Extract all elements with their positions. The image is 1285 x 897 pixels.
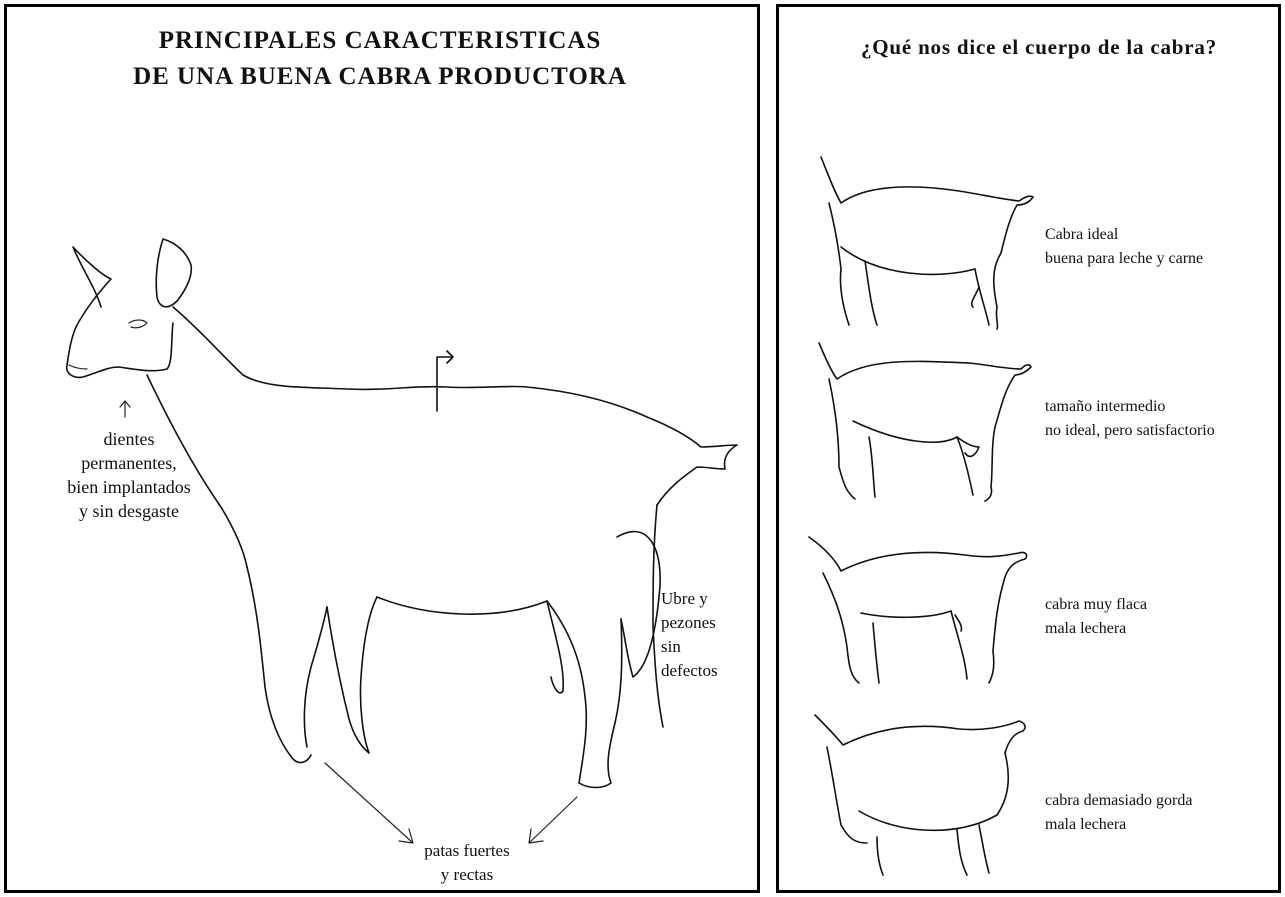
goat-front-leg-2	[327, 597, 377, 753]
goat-caption-ideal-line2: buena para leche y carne	[1045, 247, 1203, 271]
udder-label-line2: pezones	[661, 611, 718, 635]
goat-caption-intermediate-line2: no ideal, pero satisfactorio	[1045, 419, 1215, 443]
goat-hind-leg	[547, 505, 663, 788]
teeth-label-line3: bien implantados	[19, 475, 239, 499]
udder-label-line1: Ubre y	[661, 587, 718, 611]
goat-back	[173, 307, 737, 505]
spine-marker	[437, 351, 453, 411]
udder-label-line4: defectos	[661, 659, 718, 683]
right-panel: ¿Qué nos dice el cuerpo de la cabra?	[776, 4, 1281, 893]
teeth-label: dientes permanentes, bien implantados y …	[19, 427, 239, 523]
goat-caption-intermediate: tamaño intermedio no ideal, pero satisfa…	[1045, 395, 1215, 443]
goat-caption-fat: cabra demasiado gorda mala lechera	[1045, 789, 1192, 837]
goat-comparison-illustrations	[779, 7, 1281, 890]
goat-mouth	[69, 365, 87, 369]
goat-caption-fat-line1: cabra demasiado gorda	[1045, 789, 1192, 813]
goat-caption-thin: cabra muy flaca mala lechera	[1045, 593, 1147, 641]
goat-eye	[129, 320, 147, 328]
goat-hind-leg-2	[547, 601, 563, 693]
legs-label-line2: y rectas	[387, 863, 547, 887]
goat-belly	[377, 597, 547, 614]
teeth-label-line1: dientes	[19, 427, 239, 451]
teeth-label-line4: y sin desgaste	[19, 499, 239, 523]
goat-ideal-outline	[821, 157, 1033, 329]
teeth-label-line2: permanentes,	[19, 451, 239, 475]
legs-arrow-right	[529, 797, 577, 843]
legs-arrow-left	[325, 763, 413, 843]
teeth-arrow	[120, 401, 130, 417]
goat-caption-fat-line2: mala lechera	[1045, 813, 1192, 837]
goat-caption-ideal: Cabra ideal buena para leche y carne	[1045, 223, 1203, 271]
legs-label: patas fuertes y rectas	[387, 839, 547, 887]
udder-label: Ubre y pezones sin defectos	[661, 587, 718, 683]
goat-fat-outline	[815, 715, 1025, 875]
goat-front-leg	[247, 567, 327, 762]
goat-caption-intermediate-line1: tamaño intermedio	[1045, 395, 1215, 419]
goat-thin-outline	[809, 537, 1027, 683]
goat-caption-ideal-line1: Cabra ideal	[1045, 223, 1203, 247]
legs-label-line1: patas fuertes	[387, 839, 547, 863]
left-panel: PRINCIPALES CARACTERISTICAS DE UNA BUENA…	[4, 4, 760, 893]
goat-caption-thin-line1: cabra muy flaca	[1045, 593, 1147, 617]
goat-ear	[156, 239, 191, 307]
udder-label-line3: sin	[661, 635, 718, 659]
goat-caption-thin-line2: mala lechera	[1045, 617, 1147, 641]
goat-intermediate-outline	[819, 343, 1031, 501]
